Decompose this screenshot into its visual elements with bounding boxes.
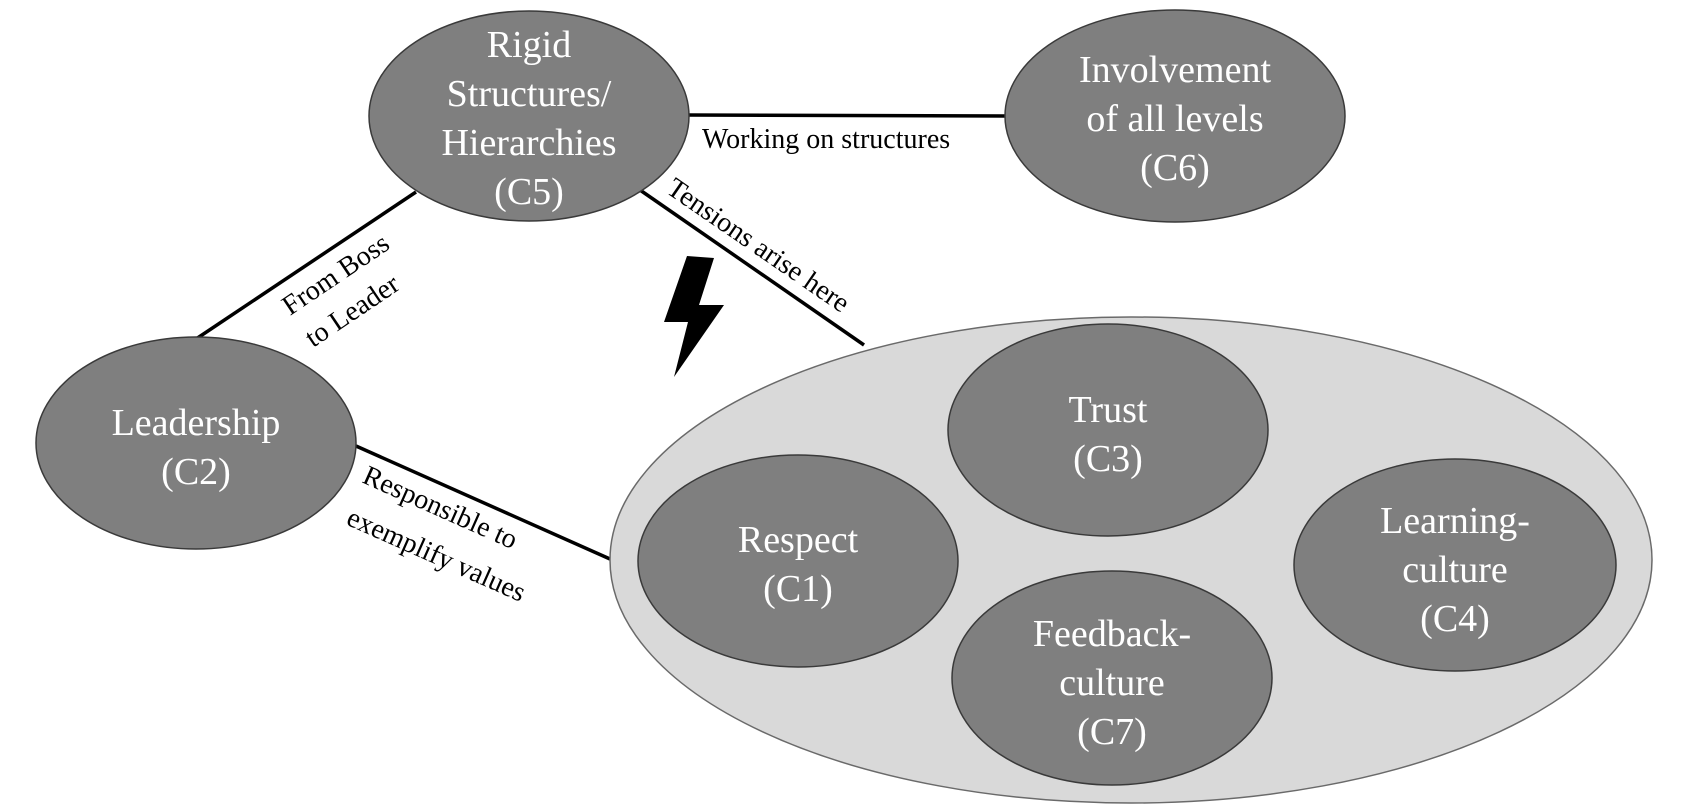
node-c2-line-1: Leadership	[112, 402, 281, 444]
node-c4: Learning- culture (C4)	[1293, 458, 1617, 672]
node-c5-line-2: Structures/	[447, 73, 612, 115]
node-c7: Feedback- culture (C7)	[951, 570, 1273, 786]
node-c5: Rigid Structures/ Hierarchies (C5)	[368, 10, 690, 222]
edge-c5-group	[639, 188, 865, 347]
edge-label-c5-c6: Working on structures	[702, 124, 950, 155]
node-c7-line-3: (C7)	[1077, 711, 1147, 753]
node-c4-line-2: culture	[1402, 549, 1508, 591]
node-c1-line-2: (C1)	[763, 568, 833, 610]
node-c3: Trust (C3)	[947, 323, 1269, 537]
node-c6-line-3: (C6)	[1140, 147, 1210, 189]
node-c7-line-2: culture	[1059, 662, 1165, 704]
node-c2: Leadership (C2)	[35, 336, 357, 550]
node-c2-line-2: (C2)	[161, 451, 231, 493]
node-c1: Respect (C1)	[637, 454, 959, 668]
edge-c5-c6	[685, 113, 1008, 118]
node-c6: Involvement of all levels (C6)	[1004, 9, 1346, 223]
node-c5-line-3: Hierarchies	[441, 122, 616, 164]
lightning-bolt-icon	[664, 256, 724, 377]
node-c5-line-1: Rigid	[487, 24, 571, 66]
node-c3-line-1: Trust	[1069, 389, 1148, 431]
node-c4-line-3: (C4)	[1420, 598, 1490, 640]
edge-c5-c2	[195, 190, 417, 341]
edge-c2-group	[355, 444, 611, 561]
values-group	[609, 316, 1653, 804]
node-c5-line-4: (C5)	[494, 171, 564, 213]
node-c6-line-2: of all levels	[1086, 98, 1263, 140]
node-c6-line-1: Involvement	[1079, 49, 1272, 91]
node-c7-line-1: Feedback-	[1033, 613, 1191, 655]
node-c4-line-1: Learning-	[1380, 500, 1530, 542]
node-c1-line-1: Respect	[738, 519, 859, 561]
node-c3-line-2: (C3)	[1073, 438, 1143, 480]
